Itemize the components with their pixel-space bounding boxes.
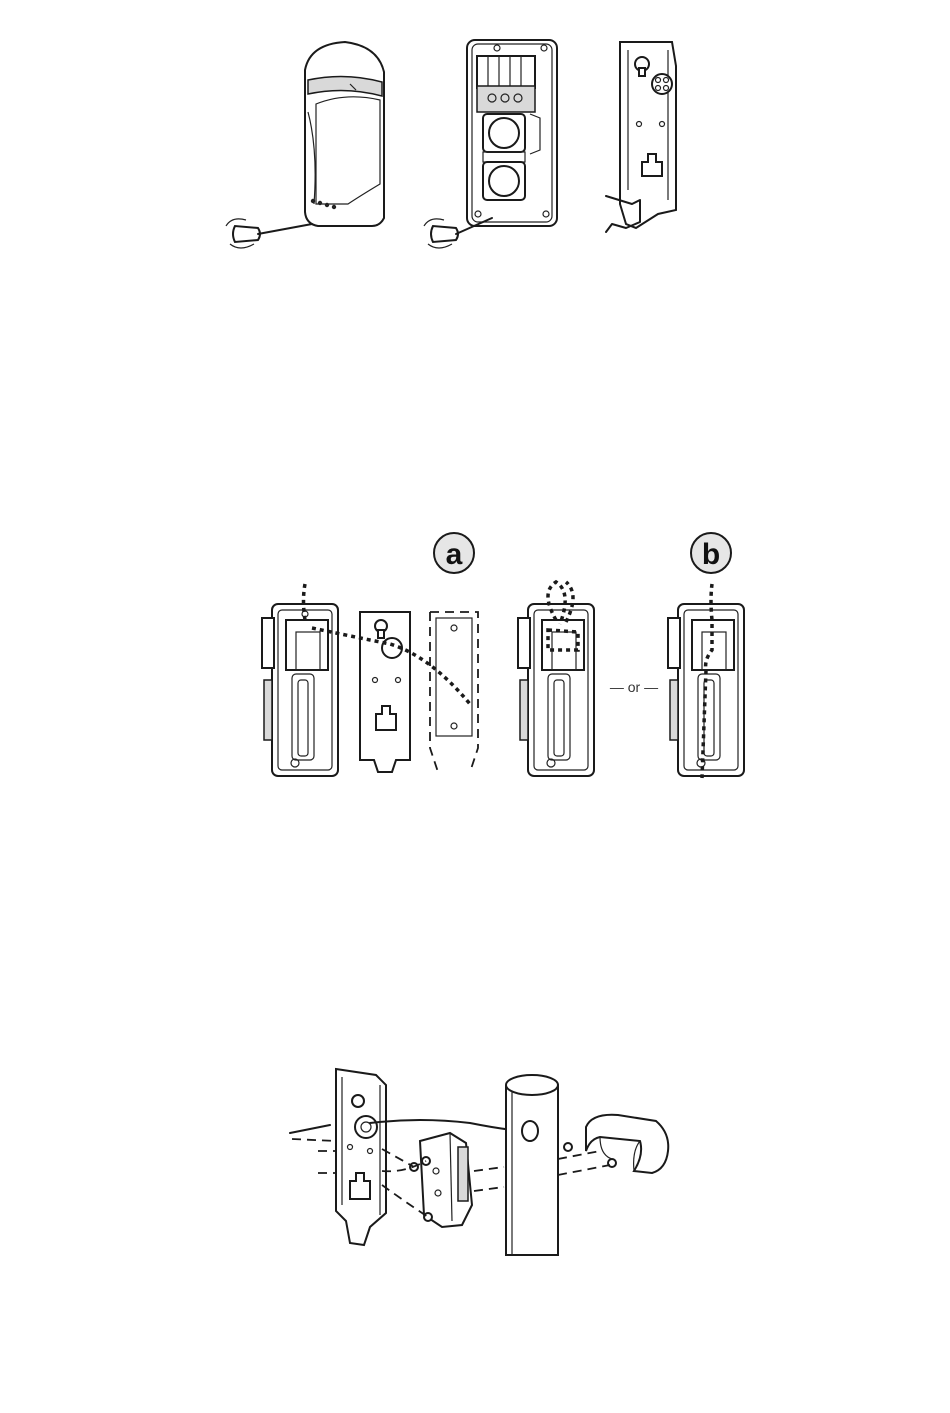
pole-mounting-drawing <box>0 1055 950 1275</box>
sensor-cover <box>305 42 384 226</box>
or-separator: — or — <box>610 679 658 695</box>
figure-pole-mounting <box>0 1055 950 1275</box>
pole <box>506 1075 558 1255</box>
label-a: a <box>446 538 463 571</box>
pole-mount-bracket-plate <box>336 1069 386 1245</box>
sensor-disassembly-drawing <box>0 0 950 300</box>
dashed-back-box <box>430 612 478 772</box>
wiring-options-drawing: a b <box>0 520 950 820</box>
pole-clamp <box>586 1115 668 1173</box>
mounting-bracket-a2 <box>360 612 410 772</box>
cable <box>290 1120 522 1133</box>
screwdriver-icon <box>424 218 492 248</box>
label-a-badge: a <box>434 533 474 573</box>
figure-wiring-options: a b <box>0 520 950 820</box>
sensor-body <box>467 40 557 226</box>
screwdriver-icon <box>226 219 312 248</box>
label-b-badge: b <box>691 533 731 573</box>
label-b: b <box>702 538 720 571</box>
mounting-bracket <box>606 42 676 232</box>
sensor-back-housing-a4 <box>518 604 594 776</box>
figure-sensor-disassembly <box>0 0 950 300</box>
sensor-back-housing-a1 <box>262 604 338 776</box>
